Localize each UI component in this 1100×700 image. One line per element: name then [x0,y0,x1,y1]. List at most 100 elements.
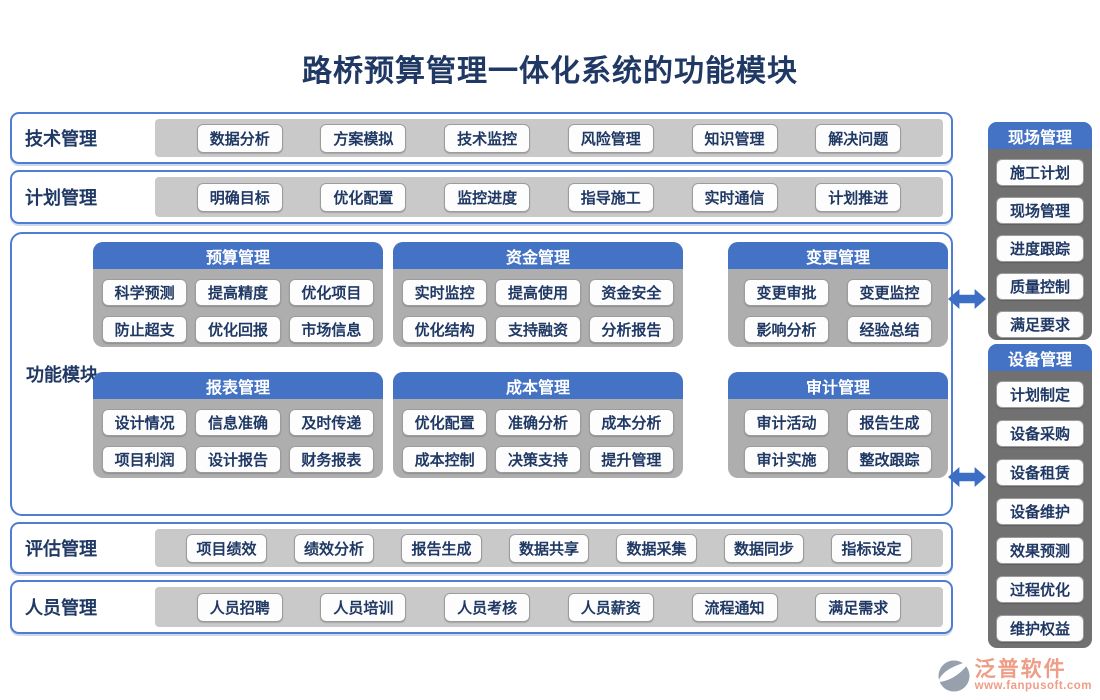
fund-chip: 分析报告 [588,316,674,343]
module-body: 优化配置准确分析成本分析成本控制决策支持提升管理 [393,399,683,478]
fund-chip: 提高使用 [495,279,581,306]
plan-chip: 计划推进 [815,182,902,212]
module-title: 审计管理 [728,372,948,399]
plan-chip: 监控进度 [444,182,531,212]
panel-site-management: 现场管理 施工计划现场管理进度跟踪质量控制满足要求 [988,122,1092,340]
report-chip: 设计报告 [195,446,281,473]
evaluation-chip: 数据同步 [723,533,804,563]
site-chip: 进度跟踪 [996,235,1084,262]
equipment-chip: 设备租赁 [996,459,1084,486]
fund-chip: 优化结构 [402,316,488,343]
module-title: 预算管理 [93,242,383,269]
module-title: 资金管理 [393,242,683,269]
report-chip: 项目利润 [102,446,188,473]
cost-chip: 优化配置 [402,409,488,436]
module-body: 审计活动报告生成审计实施整改跟踪 [728,399,948,478]
band-label: 人员管理 [25,598,97,618]
module-fund-management: 资金管理 实时监控提高使用资金安全优化结构支持融资分析报告 [393,242,683,347]
module-change-management: 变更管理 变更审批变更监控影响分析经验总结 [728,242,948,347]
equipment-chip: 过程优化 [996,576,1084,603]
fund-chip: 支持融资 [495,316,581,343]
cost-chip: 决策支持 [495,446,581,473]
personnel-chip: 人员考核 [444,592,531,622]
band-tray: 明确目标 优化配置 监控进度 指导施工 实时通信 计划推进 [155,177,943,217]
evaluation-chip: 数据共享 [508,533,589,563]
tech-chip: 解决问题 [815,123,902,153]
page-title: 路桥预算管理一体化系统的功能模块 [302,55,798,88]
evaluation-chip: 指标设定 [831,533,912,563]
evaluation-chip: 报告生成 [401,533,482,563]
band-tech-management: 技术管理 数据分析方案模拟技术监控风险管理知识管理解决问题 [10,112,953,164]
plan-chip: 明确目标 [196,182,283,212]
report-chip: 信息准确 [195,409,281,436]
band-label: 计划管理 [25,188,97,208]
evaluation-chip: 数据采集 [616,533,697,563]
double-arrow-icon [948,464,986,490]
tech-chip: 知识管理 [691,123,778,153]
site-chip: 满足要求 [996,311,1084,338]
change-chip: 变更监控 [847,279,932,306]
plan-chip: 指导施工 [567,182,654,212]
logo-website: www.fanpusoft.com [974,680,1092,692]
audit-chip: 审计活动 [744,409,829,436]
function-modules-label: 功能模块 [26,365,98,385]
panel-body: 施工计划现场管理进度跟踪质量控制满足要求 [988,149,1092,348]
band-tray: 数据分析方案模拟技术监控风险管理知识管理解决问题 [155,119,943,157]
band-tray: 项目绩效绩效分析报告生成数据共享数据采集数据同步指标设定 [155,529,943,567]
module-budget-management: 预算管理 科学预测提高精度优化项目防止超支优化回报市场信息 [93,242,383,347]
personnel-chip: 人员培训 [320,592,407,622]
module-title: 报表管理 [93,372,383,399]
tech-chip: 技术监控 [444,123,531,153]
personnel-chip: 满足需求 [815,592,902,622]
fund-chip: 实时监控 [402,279,488,306]
cost-chip: 准确分析 [495,409,581,436]
audit-chip: 整改跟踪 [847,446,932,473]
budget-chip: 科学预测 [102,279,188,306]
evaluation-chip: 项目绩效 [186,533,267,563]
audit-chip: 报告生成 [847,409,932,436]
function-modules-section: 功能模块 预算管理 科学预测提高精度优化项目防止超支优化回报市场信息 资金管理 … [10,232,953,516]
module-title: 成本管理 [393,372,683,399]
panel-title: 现场管理 [988,122,1092,149]
change-chip: 经验总结 [847,316,932,343]
audit-chip: 审计实施 [744,446,829,473]
change-chip: 变更审批 [744,279,829,306]
personnel-chip: 人员招聘 [196,592,283,622]
module-cost-management: 成本管理 优化配置准确分析成本分析成本控制决策支持提升管理 [393,372,683,478]
equipment-chip: 设备维护 [996,498,1084,525]
change-chip: 影响分析 [744,316,829,343]
band-evaluation-management: 评估管理 项目绩效绩效分析报告生成数据共享数据采集数据同步指标设定 [10,522,953,574]
band-plan-management: 计划管理 明确目标 优化配置 监控进度 指导施工 实时通信 计划推进 [10,170,953,224]
plan-chip: 优化配置 [320,182,407,212]
report-chip: 财务报表 [288,446,374,473]
module-body: 科学预测提高精度优化项目防止超支优化回报市场信息 [93,269,383,347]
cost-chip: 成本控制 [402,446,488,473]
site-chip: 施工计划 [996,159,1084,186]
site-chip: 现场管理 [996,197,1084,224]
report-chip: 及时传递 [288,409,374,436]
logo-mark-icon [937,660,970,692]
band-tray: 人员招聘人员培训人员考核人员薪资流程通知满足需求 [155,587,943,627]
equipment-chip: 维护权益 [996,615,1084,642]
band-label: 技术管理 [25,129,97,149]
logo-company-name: 泛普软件 [974,658,1067,681]
fund-chip: 资金安全 [588,279,674,306]
cost-chip: 成本分析 [588,409,674,436]
plan-chip: 实时通信 [691,182,778,212]
panel-title: 设备管理 [988,344,1092,371]
module-body: 变更审批变更监控影响分析经验总结 [728,269,948,347]
equipment-chip: 设备采购 [996,420,1084,447]
module-body: 设计情况信息准确及时传递项目利润设计报告财务报表 [93,399,383,478]
budget-chip: 优化回报 [195,316,281,343]
logo-text: 泛普软件 www.fanpusoft.com [974,658,1092,692]
site-chip: 质量控制 [996,273,1084,300]
panel-equipment-management: 设备管理 计划制定设备采购设备租赁设备维护效果预测过程优化维护权益 [988,344,1092,648]
personnel-chip: 人员薪资 [567,592,654,622]
equipment-chip: 效果预测 [996,537,1084,564]
band-label: 评估管理 [25,539,97,559]
module-body: 实时监控提高使用资金安全优化结构支持融资分析报告 [393,269,683,347]
double-arrow-icon [948,286,986,312]
module-report-management: 报表管理 设计情况信息准确及时传递项目利润设计报告财务报表 [93,372,383,478]
report-chip: 设计情况 [102,409,188,436]
